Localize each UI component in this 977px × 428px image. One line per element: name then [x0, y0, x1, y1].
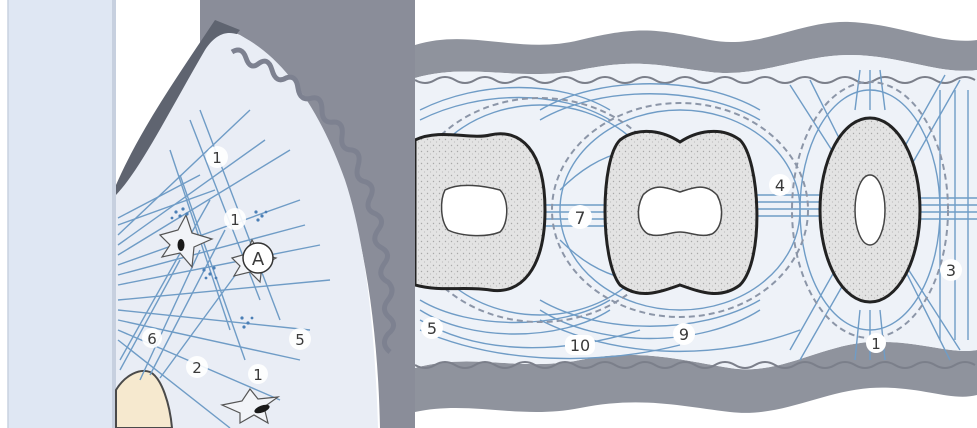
svg-text:6: 6 — [147, 330, 157, 348]
tooth-molar-left — [415, 134, 545, 291]
svg-text:1: 1 — [230, 211, 240, 229]
label-7: 7 — [568, 205, 592, 229]
svg-text:7: 7 — [575, 209, 586, 229]
right-panel-transverse-section: 7 4 3 5 10 9 1 — [407, 0, 977, 428]
label-6: 6 — [142, 328, 162, 348]
tooth-premolar-middle — [605, 131, 757, 293]
label-5-right: 5 — [421, 317, 443, 339]
svg-text:A: A — [252, 249, 265, 270]
tooth-canine-right — [820, 118, 920, 302]
svg-text:1: 1 — [253, 366, 263, 384]
label-9: 9 — [673, 323, 695, 345]
label-4: 4 — [769, 174, 791, 196]
svg-text:3: 3 — [946, 261, 956, 280]
svg-text:1: 1 — [212, 149, 222, 167]
label-2: 2 — [186, 356, 208, 378]
left-panel-gingiva-section: 1 1 A 6 2 5 1 — [0, 0, 415, 428]
svg-text:4: 4 — [775, 176, 785, 195]
label-10: 10 — [565, 335, 595, 355]
svg-text:10: 10 — [570, 336, 590, 355]
svg-text:5: 5 — [427, 319, 437, 338]
label-1-right: 1 — [866, 333, 886, 353]
label-1-middle: 1 — [224, 208, 246, 230]
svg-text:1: 1 — [871, 335, 881, 353]
tooth-surface — [8, 0, 112, 428]
label-1-top: 1 — [206, 146, 228, 168]
label-1-bottom: 1 — [248, 364, 268, 384]
label-A: A — [243, 243, 273, 273]
svg-text:9: 9 — [679, 325, 689, 344]
svg-text:5: 5 — [295, 331, 305, 349]
svg-text:2: 2 — [192, 359, 202, 377]
label-3: 3 — [940, 259, 962, 281]
label-5: 5 — [289, 328, 311, 350]
